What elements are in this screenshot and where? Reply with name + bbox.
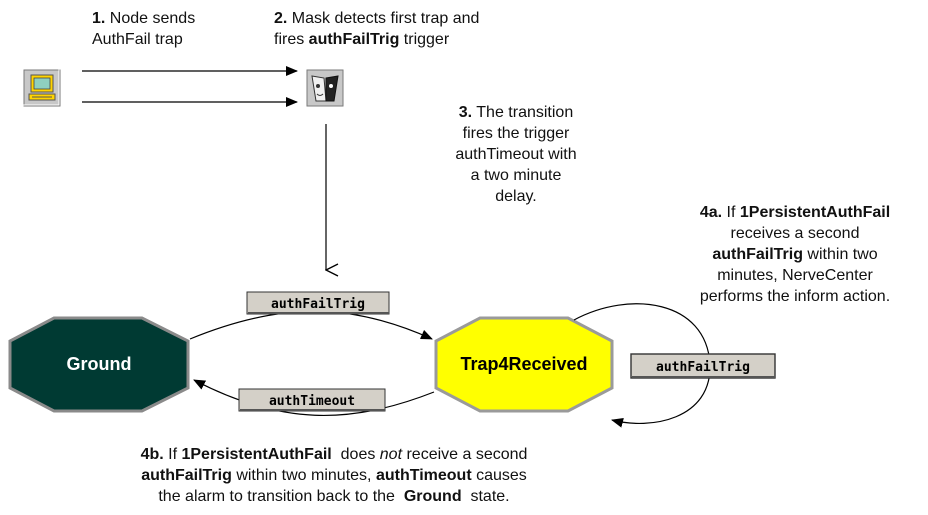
state-ground-label: Ground <box>67 354 132 374</box>
step-4b-number: 4b. <box>140 446 164 463</box>
mask-icon[interactable] <box>306 69 344 107</box>
step-4a-line4: minutes, NerveCenter <box>717 267 873 284</box>
step-2-line2a: fires <box>274 31 309 48</box>
step-2-line1: Mask detects first trap and <box>291 10 480 27</box>
step-4b-note: 4b. If 1PersistentAuthFail does not rece… <box>40 444 628 507</box>
step-2-number: 2. <box>274 10 288 27</box>
step-3-line3: authTimeout with <box>455 146 577 163</box>
step-4a-line1a: If <box>726 204 740 221</box>
step-3-number: 3. <box>458 104 473 121</box>
state-ground[interactable]: Ground <box>8 316 190 413</box>
transition-authtimeout <box>193 379 435 417</box>
step-4b-ground-name: Ground <box>403 488 462 505</box>
step-1-note: 1. Node sends AuthFail trap <box>92 8 195 50</box>
step-2-note: 2. Mask detects first trap and fires aut… <box>274 8 479 50</box>
step-3-note: 3. The transition fires the trigger auth… <box>432 102 600 207</box>
trigger-authtimeout-bottom[interactable]: authTimeout <box>238 388 386 412</box>
state-trap4received[interactable]: Trap4Received <box>434 316 614 413</box>
step-4b-emphasis: not <box>379 446 403 463</box>
step-4b-line2d: causes <box>471 467 527 484</box>
step-4b-trigger-name: authFailTrig <box>141 467 232 484</box>
step-3-line1: The transition <box>476 104 574 121</box>
step-4a-line5: performs the inform action. <box>699 288 891 305</box>
state-trap4-label: Trap4Received <box>460 354 587 374</box>
step-1-line2: AuthFail trap <box>92 31 183 48</box>
step-4a-number: 4a. <box>699 204 723 221</box>
step-3-line5: delay. <box>495 188 537 205</box>
step-1-line1: Node sends <box>109 10 196 27</box>
trigger-bottom-label: authTimeout <box>269 394 355 409</box>
step-4b-line1a: If <box>168 446 182 463</box>
step-3-line4: a two minute <box>470 167 562 184</box>
step-4b-line1e: receive a second <box>402 446 528 463</box>
step-2-trigger-name: authFailTrig <box>308 31 400 48</box>
trigger-self-label: authFailTrig <box>656 360 750 375</box>
step-4a-trigger-name: authFailTrig <box>712 246 803 263</box>
computer-icon[interactable] <box>22 68 61 107</box>
step-2-line2c: trigger <box>399 31 450 48</box>
step-4b-line2b: within two minutes, <box>231 467 376 484</box>
step-4b-line3c: state. <box>461 488 510 505</box>
step-4b-line1c: does <box>331 446 380 463</box>
transition-authfailtrig <box>189 310 433 340</box>
trigger-authfailtrig-top[interactable]: authFailTrig <box>246 291 390 315</box>
step-1-number: 1. <box>92 10 106 27</box>
trigger-top-label: authFailTrig <box>271 297 365 312</box>
step-4a-line3b: within two <box>802 246 878 263</box>
step-4b-alarm-name: 1PersistentAuthFail <box>181 446 332 463</box>
step-4b-line3a: the alarm to transition back to the <box>158 488 404 505</box>
step-3-line2: fires the trigger <box>462 125 570 142</box>
step-4a-note: 4a. If 1PersistentAuthFail receives a se… <box>666 202 924 307</box>
step-4a-alarm-name: 1PersistentAuthFail <box>739 204 891 221</box>
trigger-authfailtrig-self[interactable]: authFailTrig <box>630 353 776 379</box>
step-4b-timeout-name: authTimeout <box>375 467 472 484</box>
step-4a-line2: receives a second <box>730 225 860 242</box>
